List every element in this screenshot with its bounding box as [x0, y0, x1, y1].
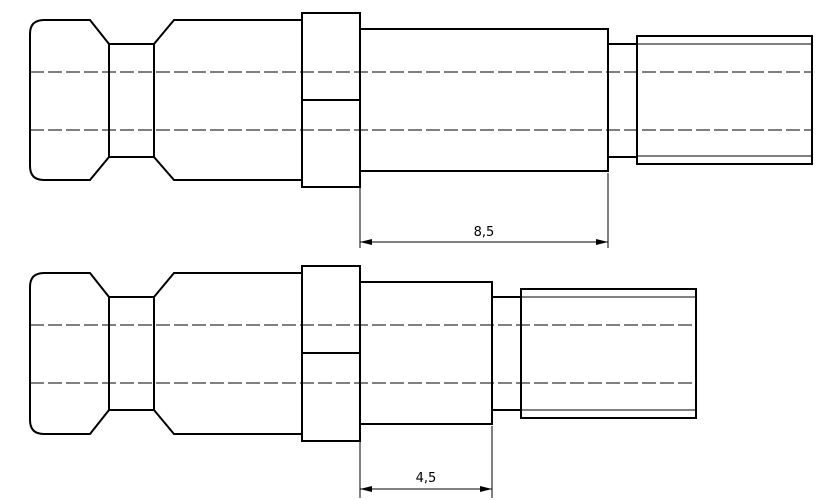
- cone-body-short: [153, 272, 303, 435]
- threaded-tip-long: [636, 35, 813, 165]
- step-long: [608, 43, 637, 158]
- arrow-right: [596, 239, 608, 245]
- dimension-label: 8,5: [474, 225, 495, 240]
- shaft-long: [360, 28, 609, 172]
- shaft-short: [360, 281, 493, 425]
- arrow-right: [480, 486, 492, 492]
- neck-short: [109, 296, 154, 411]
- neck-long: [109, 43, 154, 158]
- cone-body-long: [153, 19, 303, 181]
- dimension-label: 4,5: [416, 471, 437, 486]
- step-short: [492, 296, 521, 411]
- arrow-left: [360, 486, 372, 492]
- threaded-tip-short: [520, 288, 697, 419]
- dimension-short: 4,5: [359, 426, 493, 498]
- connector-long: [29, 12, 813, 188]
- connector-short: [29, 265, 697, 442]
- dimension-long: 8,5: [359, 173, 609, 248]
- head-long: [29, 19, 110, 181]
- head-short: [29, 272, 110, 435]
- arrow-left: [360, 239, 372, 245]
